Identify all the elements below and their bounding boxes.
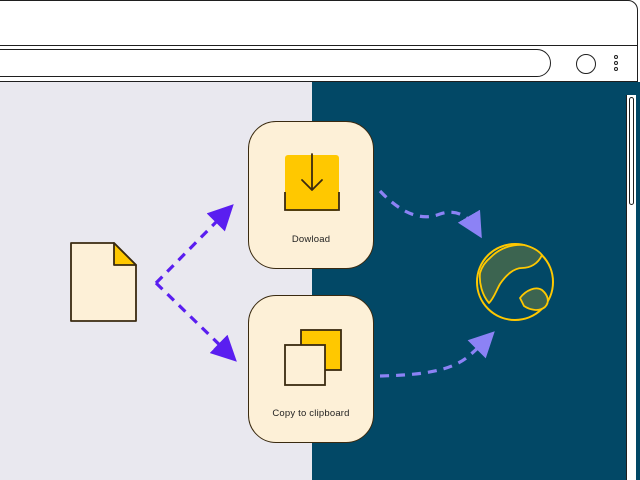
titlebar-divider <box>0 45 637 46</box>
download-label: Dowload <box>291 234 331 245</box>
scrollbar-thumb[interactable] <box>629 97 634 205</box>
download-card[interactable]: Dowload <box>248 121 374 269</box>
arrow-to-download <box>154 204 234 285</box>
copy-card[interactable]: Copy to clipboard <box>248 295 374 443</box>
arrow-download-to-globe <box>378 189 482 239</box>
copy-icon <box>284 329 342 386</box>
kebab-menu-icon[interactable] <box>610 54 622 74</box>
address-bar[interactable] <box>0 49 551 77</box>
download-icon <box>284 153 340 211</box>
scrollbar[interactable] <box>626 95 636 480</box>
profile-circle-icon[interactable] <box>576 54 596 74</box>
copy-label: Copy to clipboard <box>272 408 350 419</box>
arrow-to-copy <box>154 281 237 362</box>
